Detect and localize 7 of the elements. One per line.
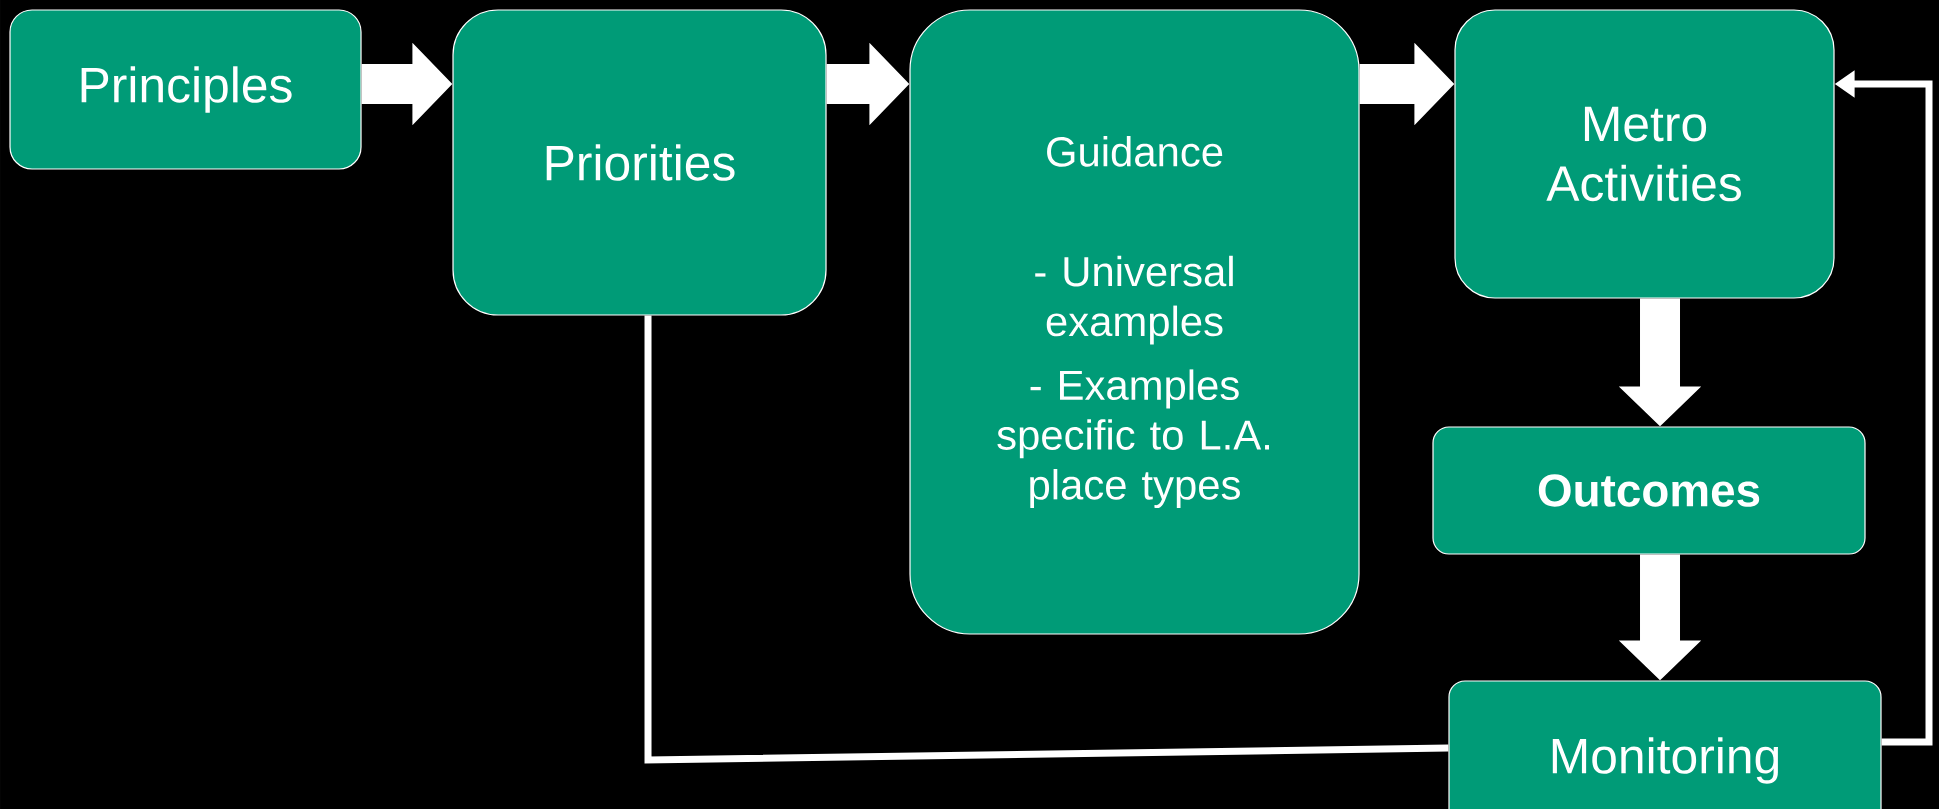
process-box: Outcomes [1432, 426, 1866, 555]
process-box: Guidance - Universal examples - Examples specific to L.A. place types [909, 9, 1360, 635]
process-box: Principles [9, 9, 362, 170]
process-box: Monitoring [1448, 680, 1882, 809]
process-box: Metro Activities [1454, 9, 1835, 299]
process-box: Priorities [452, 9, 827, 316]
connector-line [644, 315, 1449, 764]
